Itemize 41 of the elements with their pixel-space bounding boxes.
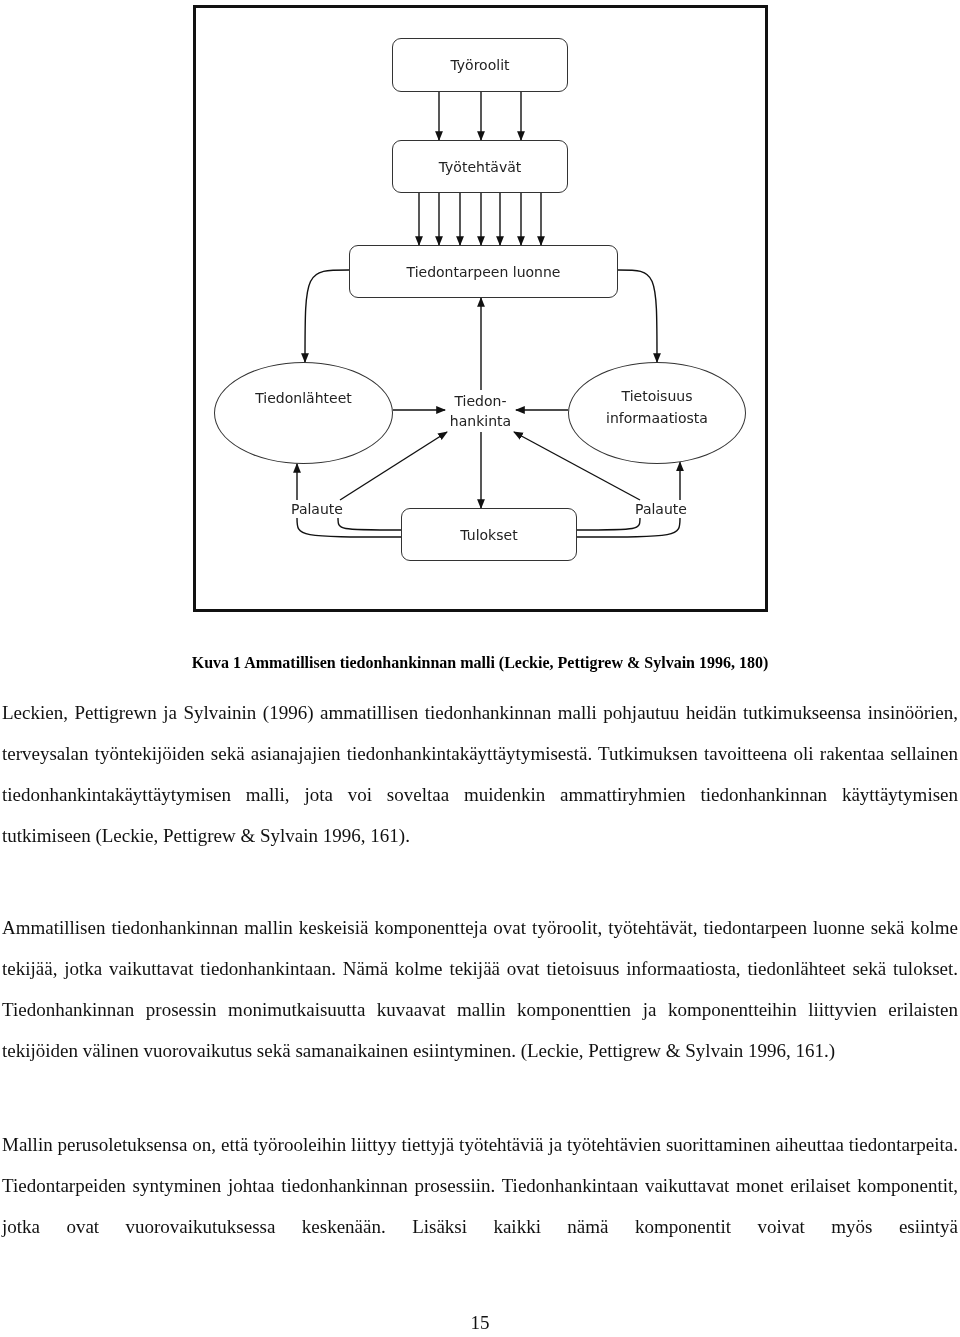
arrow bbox=[477, 91, 485, 141]
node-label: Tietoisuus informaatiosta bbox=[605, 387, 709, 428]
arrow bbox=[496, 192, 504, 246]
node-label: Tulokset bbox=[460, 525, 518, 545]
node-label: Tiedonlähteet bbox=[255, 389, 352, 408]
node-text: Palaute bbox=[288, 500, 346, 518]
process-box bbox=[349, 245, 618, 298]
process-box bbox=[401, 508, 577, 561]
body-paragraph: Mallin perusoletuksensa on, että työrooleihin liittyy tiettyjä työtehtäviä ja työtehtävien suorittaminen aiheuttaa tiedontarpeita. Tiedontarpeiden syntyminen johtaa tiedonhankinnan prosessiin. Tiedonhankintaan vaikuttavat monet erilaiset komponentit, jotka ovat vuorovaikutuksessa keskenään. Lisäksi kaikki nämä komponentit voivat myös esiintyä bbox=[2, 1133, 958, 1239]
node-text: Palaute bbox=[632, 500, 690, 518]
arrow bbox=[293, 462, 301, 501]
arrow bbox=[392, 406, 446, 414]
arrow bbox=[617, 269, 661, 363]
figure-caption: Kuva 1 Ammatillisen tiedonhankinnan malli (Leckie, Pettigrew & Sylvain 1996, 180) bbox=[190, 653, 770, 674]
arrow bbox=[477, 297, 485, 391]
arrow bbox=[515, 406, 569, 414]
arrow bbox=[517, 91, 525, 141]
arrow bbox=[339, 431, 448, 501]
connector-line bbox=[576, 517, 641, 531]
node-label: Työtehtävät bbox=[438, 157, 522, 177]
body-paragraph: Ammatillisen tiedonhankinnan mallin keskeisiä komponentteja ovat työroolit, työtehtävät, tiedontarpeen luonne sekä kolme tekijää, jotka vaikuttavat tiedonhankintaan. Nämä kolme tekijää ovat tietoisuus informaatiosta, tiedonlähteet sekä tulokset. Tiedonhankinnan prosessin monimutkaisuutta kuvaavat mallin komponenttien ja komponentteihin liittyvien erilaisten tekijöiden välinen vuorovaikutus sekä samanaikainen esiintyminen. (Leckie, Pettigrew & Sylvain 1996, 161.) bbox=[2, 916, 958, 1063]
node-label: Tiedontarpeen luonne bbox=[406, 262, 561, 282]
arrow bbox=[477, 192, 485, 246]
page-number: 15 bbox=[469, 1312, 491, 1334]
process-box bbox=[392, 140, 568, 193]
arrow bbox=[537, 192, 545, 246]
body-paragraph: Leckien, Pettigrewn ja Sylvainin (1996) ammatillisen tiedonhankinnan malli pohjautuu heidän tutkimukseensa insinöörien, terveysalan työntekijöiden sekä asianajajien tiedonhankintakäyttäytymisestä. Tutkimuksen tavoitteena oli rakentaa sellainen tiedonhankintakäyttäytymisen malli, jota voi soveltaa muidenkin ammattiryhmien tiedonhankinnan käyttäytymisen tutkimiseen (Leckie, Pettigrew & Sylvain 1996, 161). bbox=[2, 701, 958, 848]
process-box bbox=[392, 38, 568, 92]
arrow bbox=[301, 269, 350, 363]
node-label: Työroolit bbox=[450, 56, 510, 75]
connector-line bbox=[296, 517, 402, 538]
connector-line bbox=[576, 517, 681, 538]
arrow bbox=[415, 192, 423, 246]
arrow bbox=[477, 431, 485, 509]
arrow bbox=[456, 192, 464, 246]
arrow bbox=[435, 192, 443, 246]
arrow bbox=[513, 431, 641, 501]
connector-line bbox=[337, 517, 402, 531]
arrow bbox=[517, 192, 525, 246]
arrow bbox=[435, 91, 443, 141]
node-text: Tiedon- hankinta bbox=[445, 390, 516, 432]
